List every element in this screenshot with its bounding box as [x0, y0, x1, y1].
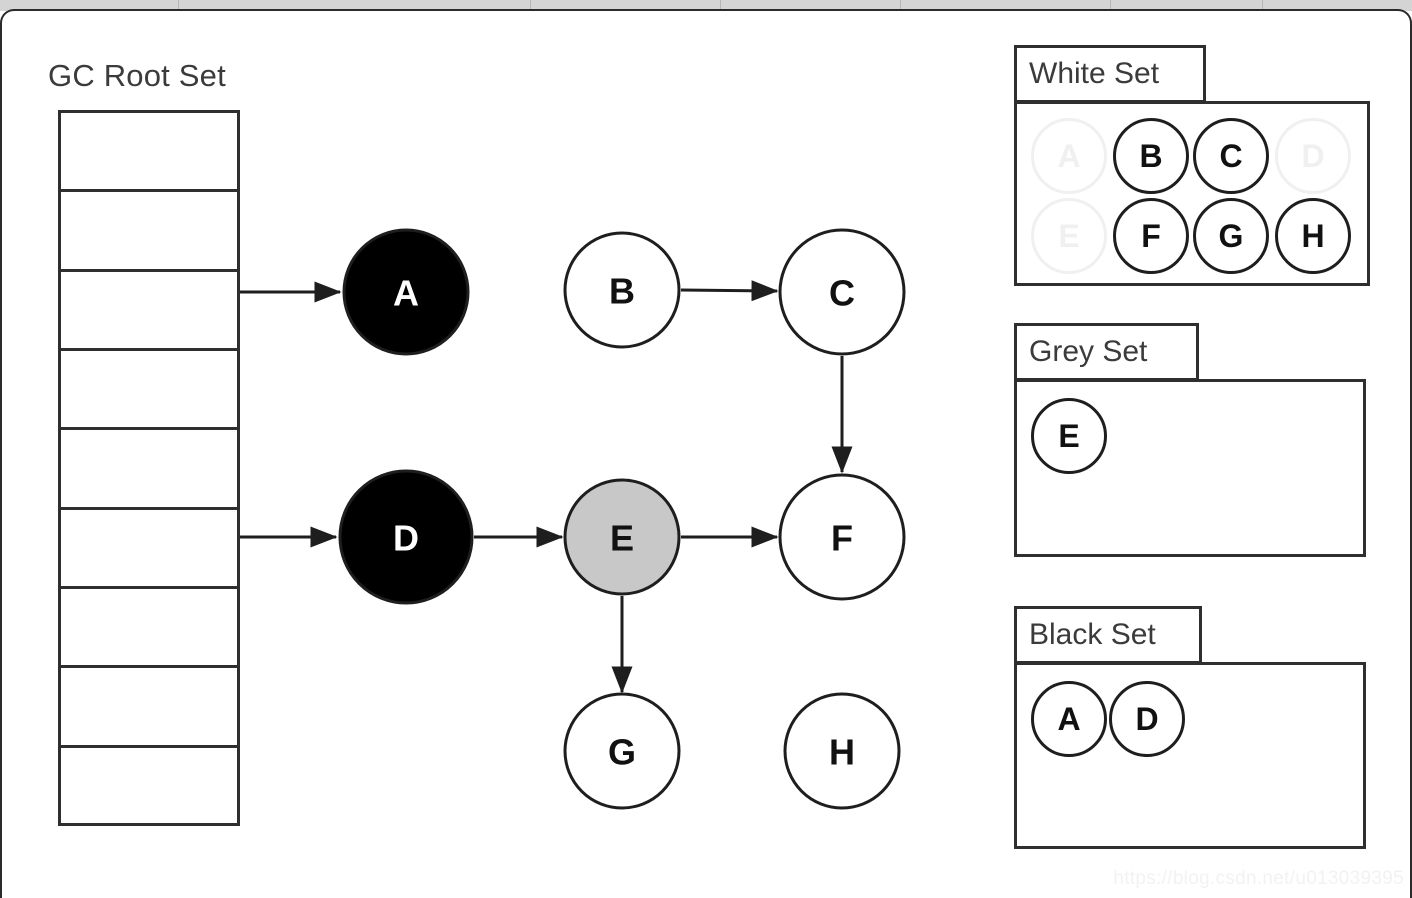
table-column-separator-1: [178, 0, 179, 11]
gc-root-set-table: [58, 110, 240, 826]
watermark-text: https://blog.csdn.net/u013039395: [1113, 868, 1404, 889]
cut-off-table-header-strip: [0, 0, 1412, 11]
gc-root-cell-7[interactable]: [61, 589, 237, 669]
white-set-node-e[interactable]: E: [1031, 198, 1107, 274]
grey-set-body: E: [1014, 379, 1366, 557]
black-set-node-a[interactable]: A: [1031, 681, 1107, 757]
white-set-node-g[interactable]: G: [1193, 198, 1269, 274]
white-set-node-h[interactable]: H: [1275, 198, 1351, 274]
table-column-separator-4: [900, 0, 901, 11]
black-set-title: Black Set: [1029, 618, 1156, 651]
gc-root-cell-2[interactable]: [61, 192, 237, 272]
white-set-tab: White Set: [1014, 45, 1206, 103]
gc-root-cell-8[interactable]: [61, 668, 237, 748]
gc-root-cell-4[interactable]: [61, 351, 237, 431]
white-set-title: White Set: [1029, 57, 1160, 90]
gc-root-set-title: GC Root Set: [48, 58, 226, 93]
black-set-node-d[interactable]: D: [1109, 681, 1185, 757]
gc-root-cell-6[interactable]: [61, 510, 237, 589]
table-column-separator-3: [720, 0, 721, 11]
grey-set-title: Grey Set: [1029, 335, 1148, 368]
gc-root-cell-3[interactable]: [61, 272, 237, 351]
white-set-node-f[interactable]: F: [1113, 198, 1189, 274]
gc-root-cell-9[interactable]: [61, 748, 237, 827]
table-column-separator-6: [1262, 0, 1263, 11]
white-set-node-c[interactable]: C: [1193, 118, 1269, 194]
black-set-tab: Black Set: [1014, 606, 1202, 664]
table-column-separator-5: [1110, 0, 1111, 11]
gc-root-cell-1[interactable]: [61, 113, 237, 193]
grey-set-items: E: [1017, 382, 1363, 554]
white-set-node-d[interactable]: D: [1275, 118, 1351, 194]
white-set-node-b[interactable]: B: [1113, 118, 1189, 194]
grey-set-node-e[interactable]: E: [1031, 398, 1107, 474]
gc-root-cell-5[interactable]: [61, 430, 237, 510]
white-set-node-a[interactable]: A: [1031, 118, 1107, 194]
table-column-separator-2: [530, 0, 531, 11]
grey-set-tab: Grey Set: [1014, 323, 1199, 381]
